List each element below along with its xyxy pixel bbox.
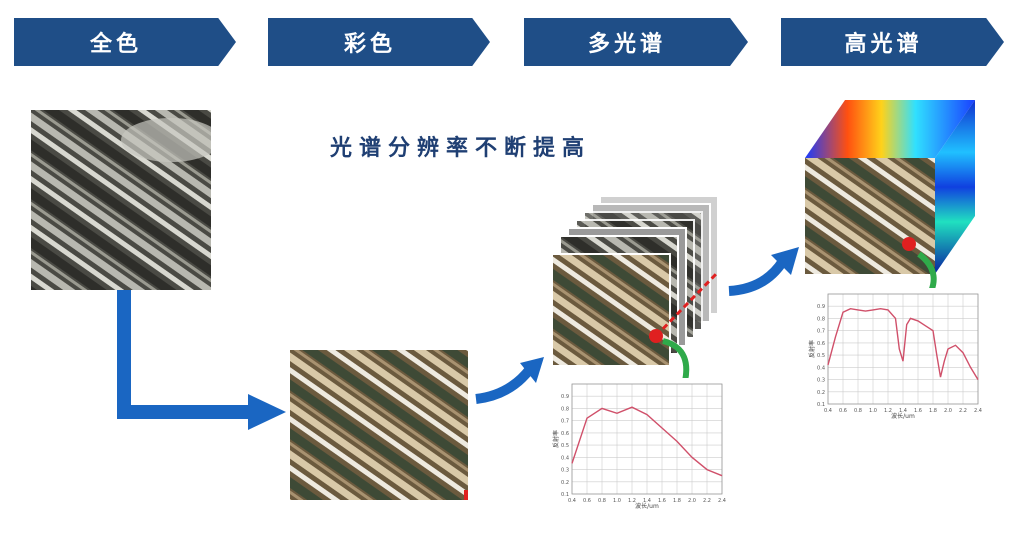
- y-tick-label: 0.3: [817, 378, 825, 384]
- x-tick-label: 1.2: [884, 408, 892, 414]
- x-tick-label: 1.8: [673, 498, 681, 504]
- y-tick-label: 0.6: [561, 431, 569, 437]
- x-tick-label: 2.4: [718, 498, 726, 504]
- x-tick-label: 0.4: [824, 408, 832, 414]
- stage-chevron-multispectral: 多光谱: [524, 18, 748, 66]
- y-tick-label: 0.1: [817, 402, 825, 408]
- y-tick-label: 0.4: [817, 365, 825, 371]
- x-tick-label: 1.0: [613, 498, 621, 504]
- stage-label-color: 彩色: [343, 32, 396, 57]
- stage-chevron-hyperspectral: 高光谱: [781, 18, 1004, 66]
- hyperspectral-cube: [805, 100, 975, 274]
- y-tick-label: 0.9: [817, 304, 825, 310]
- x-tick-label: 1.2: [628, 498, 636, 504]
- plot-frame: [827, 293, 979, 405]
- color-image: [290, 350, 468, 500]
- x-tick-label: 0.6: [839, 408, 847, 414]
- x-tick-label: 1.6: [658, 498, 666, 504]
- y-tick-label: 0.9: [561, 394, 569, 400]
- x-tick-label: 2.0: [944, 408, 952, 414]
- chart-background: [552, 378, 728, 510]
- x-axis-label: 波长/um: [635, 502, 659, 510]
- y-tick-label: 0.6: [817, 341, 825, 347]
- y-tick-label: 0.8: [817, 316, 825, 322]
- y-tick-label: 0.7: [817, 329, 825, 335]
- y-tick-label: 0.2: [817, 390, 825, 396]
- x-tick-label: 2.2: [703, 498, 711, 504]
- plot-frame: [571, 383, 723, 495]
- y-tick-label: 0.5: [817, 353, 825, 359]
- y-tick-label: 0.3: [561, 468, 569, 474]
- y-axis-label: 反射率: [552, 430, 560, 448]
- x-tick-label: 1.0: [869, 408, 877, 414]
- flow-arrow-pan-to-color: [117, 290, 286, 430]
- y-tick-label: 0.7: [561, 419, 569, 425]
- y-tick-label: 0.2: [561, 480, 569, 486]
- stage-label-multispectral: 多光谱: [587, 32, 666, 57]
- hyperspectral-spectrum-chart: 0.4 0.6 0.8 1.0 1.2 1.4 1.6 1.8 2.0 2.2 2.4 0.1 0.2 0…: [808, 288, 984, 420]
- multispectral-spectrum-chart: 0.4 0.6 0.8 1.0 1.2 1.4 1.6 1.8 2.0 2.2 2.4 0.1 0.2 0…: [552, 378, 728, 510]
- x-tick-label: 0.8: [598, 498, 606, 504]
- x-tick-label: 0.6: [583, 498, 591, 504]
- chart-background: [808, 288, 984, 420]
- x-tick-label: 1.8: [929, 408, 937, 414]
- x-tick-label: 0.8: [854, 408, 862, 414]
- headline: 光谱分辨率不断提高: [330, 136, 592, 161]
- flow-arrow-multispectral-to-hyperspectral: [728, 247, 799, 296]
- spectrum-line: [571, 406, 723, 477]
- panchromatic-image: [31, 110, 211, 290]
- x-tick-label: 1.4: [899, 408, 907, 414]
- spectrum-line: [827, 307, 979, 380]
- x-axis-label: 波长/um: [891, 412, 915, 420]
- y-tick-label: 0.8: [561, 406, 569, 412]
- stage-label-panchromatic: 全色: [89, 32, 142, 57]
- y-axis-label: 反射率: [808, 340, 816, 358]
- stage-chevron-panchromatic: 全色: [14, 18, 236, 66]
- y-tick-label: 0.5: [561, 443, 569, 449]
- flow-arrow-color-to-multispectral: [475, 357, 544, 404]
- multispectral-cube: [552, 195, 720, 367]
- y-tick-label: 0.1: [561, 492, 569, 498]
- x-tick-label: 2.0: [688, 498, 696, 504]
- x-tick-label: 2.2: [959, 408, 967, 414]
- x-tick-label: 1.4: [643, 498, 651, 504]
- x-tick-label: 2.4: [974, 408, 982, 414]
- x-tick-label: 0.4: [568, 498, 576, 504]
- stage-chevron-color: 彩色: [268, 18, 490, 66]
- stage-label-hyperspectral: 高光谱: [844, 32, 923, 57]
- x-tick-label: 1.6: [914, 408, 922, 414]
- y-tick-label: 0.4: [561, 455, 569, 461]
